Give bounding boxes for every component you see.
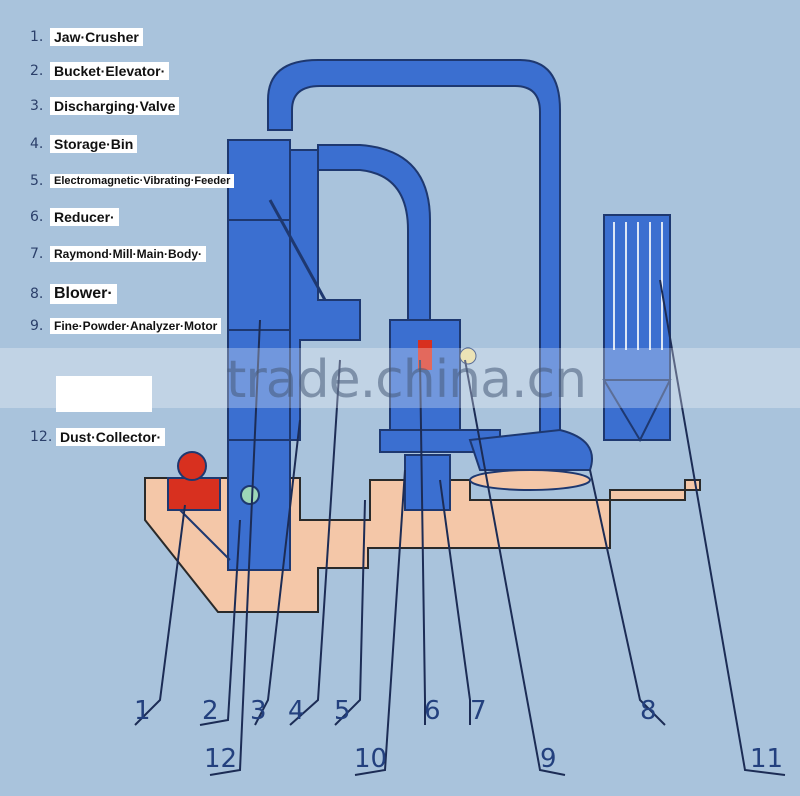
- storage-bin: [289, 149, 361, 441]
- callout-number: 8: [640, 696, 657, 726]
- watermark-text: trade.china.cn: [226, 350, 587, 410]
- cyclone-duct: [317, 144, 431, 321]
- legend-number: 4.: [30, 136, 44, 152]
- legend-number: 9.: [30, 318, 44, 334]
- legend-label: Discharging·Valve: [50, 97, 180, 115]
- callout-number: 5: [334, 696, 351, 726]
- jaw-crusher: [167, 477, 221, 511]
- legend-item: 8. Blower·: [30, 284, 117, 304]
- callout-number: 1: [134, 696, 151, 726]
- callout-number: 12: [204, 744, 238, 774]
- legend-number: 8.: [30, 286, 44, 302]
- blank-legend-box: [56, 376, 152, 412]
- callout-number: 4: [288, 696, 305, 726]
- legend-item: 7. Raymond·Mill·Main·Body·: [30, 246, 206, 262]
- legend-label: Raymond·Mill·Main·Body·: [50, 246, 206, 262]
- legend-label: Storage·Bin: [50, 135, 138, 153]
- callout-number: 11: [750, 744, 784, 774]
- callout-number: 9: [540, 744, 557, 774]
- legend-item: 1. Jaw·Crusher: [30, 28, 143, 46]
- legend-item: 4. Storage·Bin: [30, 135, 138, 153]
- legend-item: 9. Fine·Powder·Analyzer·Motor: [30, 318, 222, 334]
- legend-number: 12.: [30, 429, 53, 445]
- legend-label: Electromagnetic·Vibrating·Feeder: [50, 174, 235, 188]
- callout-number: 3: [250, 696, 267, 726]
- legend-number: 7.: [30, 246, 44, 262]
- legend-number: 2.: [30, 63, 44, 79]
- top-duct: [267, 59, 561, 441]
- callout-number: 10: [354, 744, 388, 774]
- legend-label: Dust·Collector·: [56, 428, 166, 446]
- callout-number: 7: [470, 696, 487, 726]
- legend-item: 2. Bucket·Elevator·: [30, 62, 170, 80]
- legend-label: Bucket·Elevator·: [50, 62, 170, 80]
- legend-item: 3. Discharging·Valve: [30, 97, 180, 115]
- legend-label: Jaw·Crusher: [50, 28, 143, 46]
- legend-item: 5. Electromagnetic·Vibrating·Feeder: [30, 173, 235, 189]
- legend-item: 6. Reducer·: [30, 208, 119, 226]
- legend-number: 6.: [30, 209, 44, 225]
- legend-label: Blower·: [50, 284, 117, 304]
- blower: [468, 428, 593, 471]
- callout-lines: [134, 279, 786, 776]
- callout-number: 6: [424, 696, 441, 726]
- legend-item: 12. Dust·Collector·: [30, 428, 166, 446]
- legend-label: Reducer·: [50, 208, 119, 226]
- legend-number: 3.: [30, 98, 44, 114]
- callout-number: 2: [202, 696, 219, 726]
- legend-label: Fine·Powder·Analyzer·Motor: [50, 318, 222, 334]
- legend-number: 1.: [30, 29, 44, 45]
- legend-number: 5.: [30, 173, 44, 189]
